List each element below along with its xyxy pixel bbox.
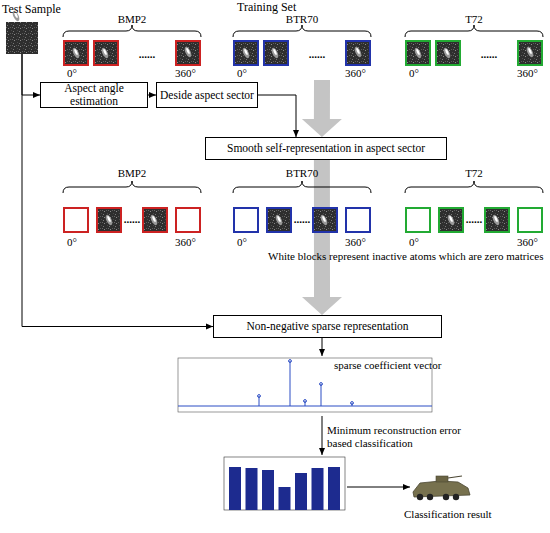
annotation-label: 360° (345, 67, 366, 79)
error-chart: Minimum reconstruction error based class… (222, 455, 347, 512)
annotation-label: 0° (409, 236, 419, 248)
annotation-label: 0° (409, 67, 419, 79)
annotation-label: 0° (67, 67, 77, 79)
process-box: Non-negative sparse representation (213, 315, 442, 338)
node-heading: Minimum reconstruction error based class… (327, 424, 467, 450)
connector-arrow (22, 54, 40, 98)
box-text: Non-negative sparse representation (246, 320, 408, 333)
annotation-label: 360° (175, 67, 196, 79)
annotation-label: White blocks represent inactive atoms wh… (268, 250, 544, 262)
vehicle-picture (413, 476, 470, 500)
process-box: Deside aspect sector (156, 82, 258, 108)
test-sample-image (6, 10, 38, 54)
annotation-label: BMP2 (118, 167, 147, 179)
annotation-label: ...... (309, 48, 326, 60)
block-arrow (302, 160, 342, 315)
annotation-label: BTR70 (286, 167, 318, 179)
aspect-sector-atoms (64, 207, 542, 233)
annotation-label: ...... (139, 48, 156, 60)
training-set: Training Set (62, 36, 548, 80)
annotation-label: 0° (237, 236, 247, 248)
annotation-label: 360° (345, 236, 366, 248)
annotation-label: 0° (237, 67, 247, 79)
block-arrow (302, 80, 342, 137)
annotation-label: 360° (517, 236, 538, 248)
annotation-label: T72 (465, 167, 483, 179)
annotation-label: BTR70 (286, 13, 318, 25)
process-box: Smooth self-representation in aspect sec… (205, 137, 447, 160)
node-heading: Test Sample (2, 2, 61, 16)
annotation-label: BMP2 (118, 13, 147, 25)
annotation-label: T72 (465, 13, 483, 25)
connector-arrow (22, 54, 213, 330)
box-text: Smooth self-representation in aspect sec… (227, 142, 425, 155)
annotation-label: ...... (466, 213, 483, 225)
test-sample: Test Sample (6, 22, 38, 54)
reconstruction-error-bars (224, 457, 345, 510)
connector-arrow (347, 484, 410, 490)
node-heading: Training Set (237, 0, 296, 14)
annotation-label: ...... (124, 213, 141, 225)
connector-arrow (319, 338, 325, 356)
annotation-label: 360° (175, 236, 196, 248)
coefficient-chart: sparse coefficient vector (176, 356, 434, 416)
process-box: Aspect angle estimation (40, 82, 148, 108)
box-text: Deside aspect sector (160, 89, 254, 102)
node-heading: Classification result (404, 508, 492, 521)
annotation-label: 360° (517, 67, 538, 79)
connector-arrow (148, 92, 156, 98)
node-heading: sparse coefficient vector (334, 359, 441, 372)
box-text: Aspect angle estimation (44, 82, 144, 107)
connector-arrow (319, 416, 325, 455)
annotation-label: ...... (481, 48, 498, 60)
group-braces (63, 25, 543, 37)
group-braces (63, 181, 543, 193)
connector-arrow (258, 95, 299, 137)
training-thumbnails (63, 40, 543, 66)
annotation-label: 0° (67, 236, 77, 248)
annotation-label: ...... (294, 213, 311, 225)
result-picture: Classification result (410, 470, 472, 504)
